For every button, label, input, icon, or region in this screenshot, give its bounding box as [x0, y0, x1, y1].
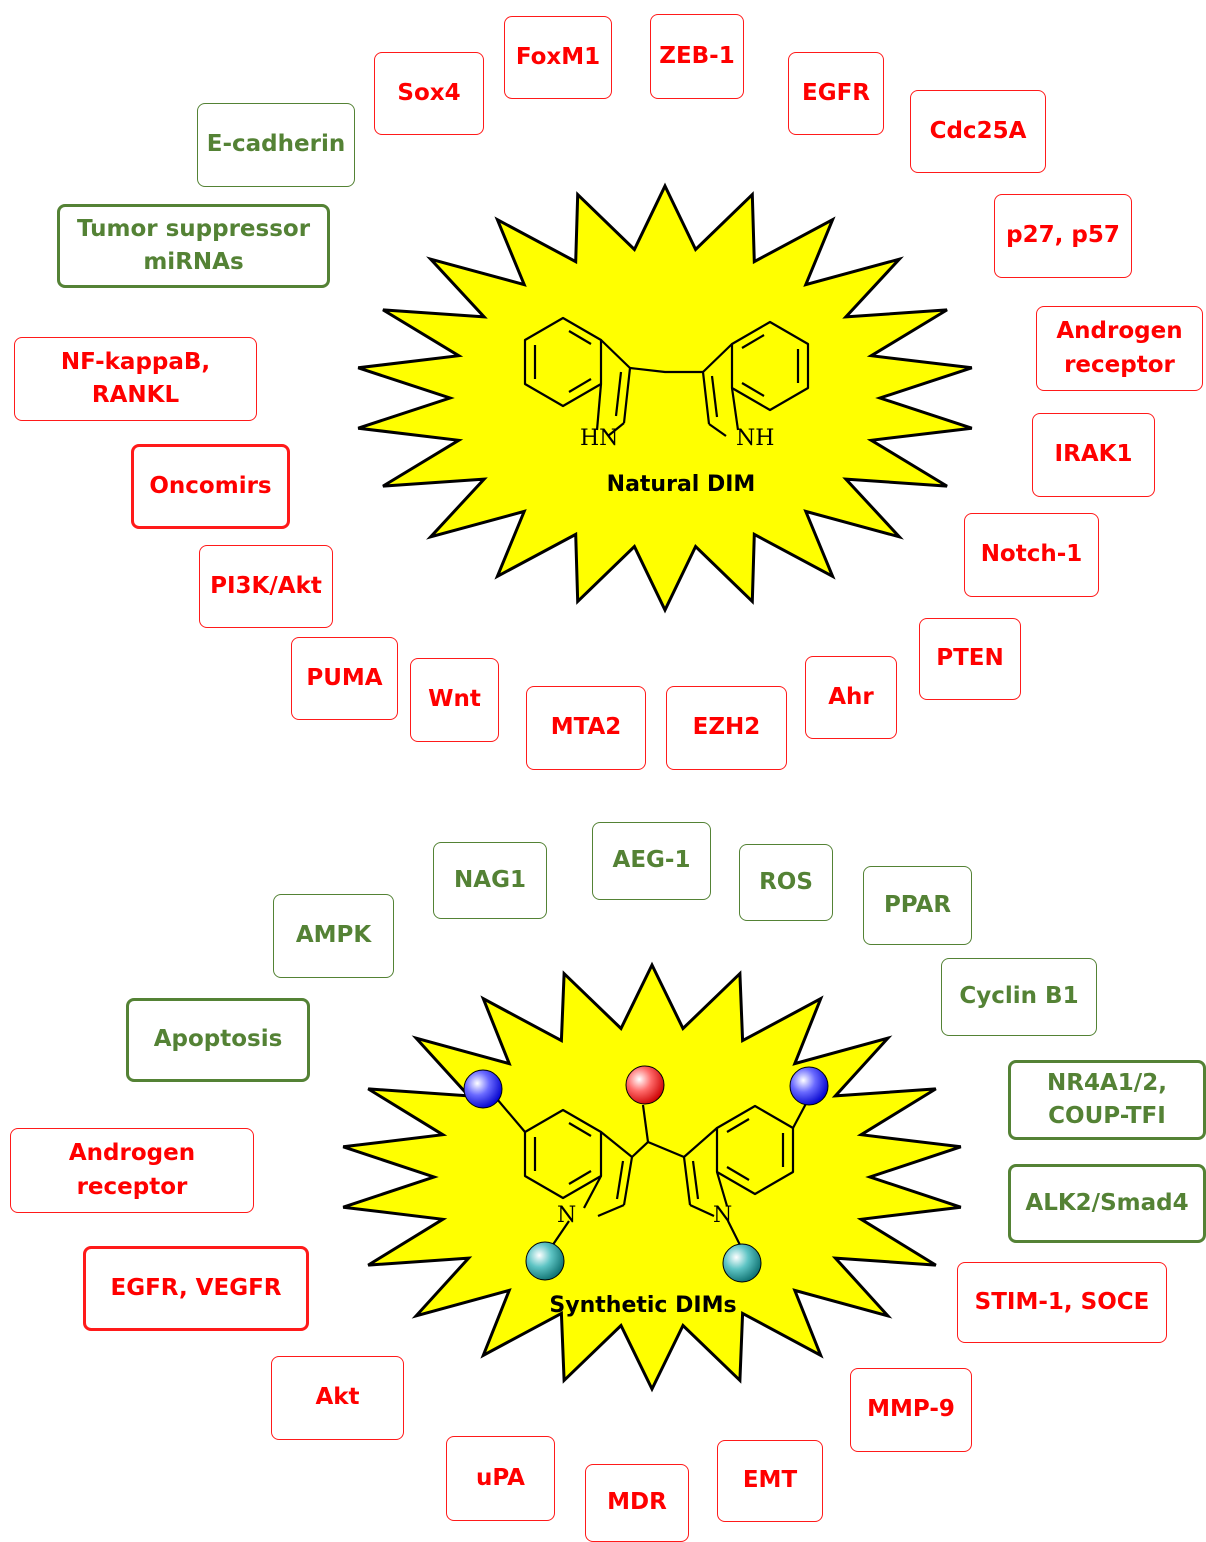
target-box-zeb-1: ZEB-1	[650, 14, 744, 99]
target-box-mdr: MDR	[585, 1464, 689, 1542]
target-box-pi3k-akt: PI3K/Akt	[199, 545, 333, 628]
target-box-nag1: NAG1	[433, 842, 547, 919]
target-box-egfr: EGFR	[788, 52, 884, 135]
synthetic-dims-structure	[496, 1097, 810, 1250]
target-box-ezh2: EZH2	[666, 686, 787, 770]
target-box-egfr-vegfr: EGFR, VEGFR	[83, 1246, 309, 1331]
target-box-ampk: AMPK	[273, 894, 394, 978]
synthetic-dims-burst	[342, 961, 962, 1393]
natural-nh-right-label: NH	[736, 426, 774, 451]
synthetic-n-right-label: N	[713, 1203, 732, 1228]
target-box-mmp-9: MMP-9	[850, 1368, 972, 1452]
target-box-puma: PUMA	[291, 637, 398, 720]
natural-dim-structure	[523, 316, 810, 437]
natural-dim-burst	[357, 182, 973, 614]
red-substituent-sphere	[625, 1065, 665, 1105]
target-box-nr4a1-2-coup-tfi: NR4A1/2, COUP-TFI	[1008, 1060, 1206, 1140]
target-box-tumor-suppressor-mirnas: Tumor suppressor miRNAs	[57, 204, 330, 288]
teal-substituent-sphere-left	[525, 1241, 565, 1281]
target-box-notch-1: Notch-1	[964, 513, 1099, 597]
synthetic-dims-label: Synthetic DIMs	[549, 1293, 736, 1318]
target-box-upa: uPA	[446, 1436, 555, 1521]
target-box-ppar: PPAR	[863, 866, 972, 945]
target-box-foxm1: FoxM1	[504, 16, 612, 99]
target-box-pten: PTEN	[919, 618, 1021, 700]
natural-nh-left-label: HN	[580, 426, 618, 451]
target-box-nf-kappab-rankl: NF-kappaB, RANKL	[14, 337, 257, 421]
target-box-apoptosis: Apoptosis	[126, 998, 310, 1082]
target-box-irak1: IRAK1	[1032, 413, 1155, 497]
target-box-androgen-receptor: Androgen receptor	[10, 1128, 254, 1213]
target-box-stim-1-soce: STIM-1, SOCE	[957, 1262, 1167, 1343]
target-box-p27-p57: p27, p57	[994, 194, 1132, 278]
target-box-ros: ROS	[739, 844, 833, 921]
target-box-sox4: Sox4	[374, 52, 484, 135]
natural-dim-label: Natural DIM	[607, 472, 756, 497]
blue-substituent-sphere-right	[789, 1066, 829, 1106]
target-box-e-cadherin: E-cadherin	[197, 103, 355, 187]
teal-substituent-sphere-right	[722, 1243, 762, 1283]
target-box-akt: Akt	[271, 1356, 404, 1440]
target-box-androgen-receptor: Androgen receptor	[1036, 306, 1203, 391]
target-box-alk2-smad4: ALK2/Smad4	[1008, 1164, 1206, 1243]
synthetic-n-left-label: N	[557, 1203, 576, 1228]
target-box-cyclin-b1: Cyclin B1	[941, 958, 1097, 1036]
target-box-wnt: Wnt	[410, 658, 499, 742]
target-box-emt: EMT	[717, 1440, 823, 1522]
blue-substituent-sphere-left	[463, 1069, 503, 1109]
target-box-cdc25a: Cdc25A	[910, 90, 1046, 173]
target-box-mta2: MTA2	[526, 686, 646, 770]
target-box-oncomirs: Oncomirs	[131, 444, 290, 529]
target-box-aeg-1: AEG-1	[592, 822, 711, 900]
target-box-ahr: Ahr	[805, 656, 897, 739]
